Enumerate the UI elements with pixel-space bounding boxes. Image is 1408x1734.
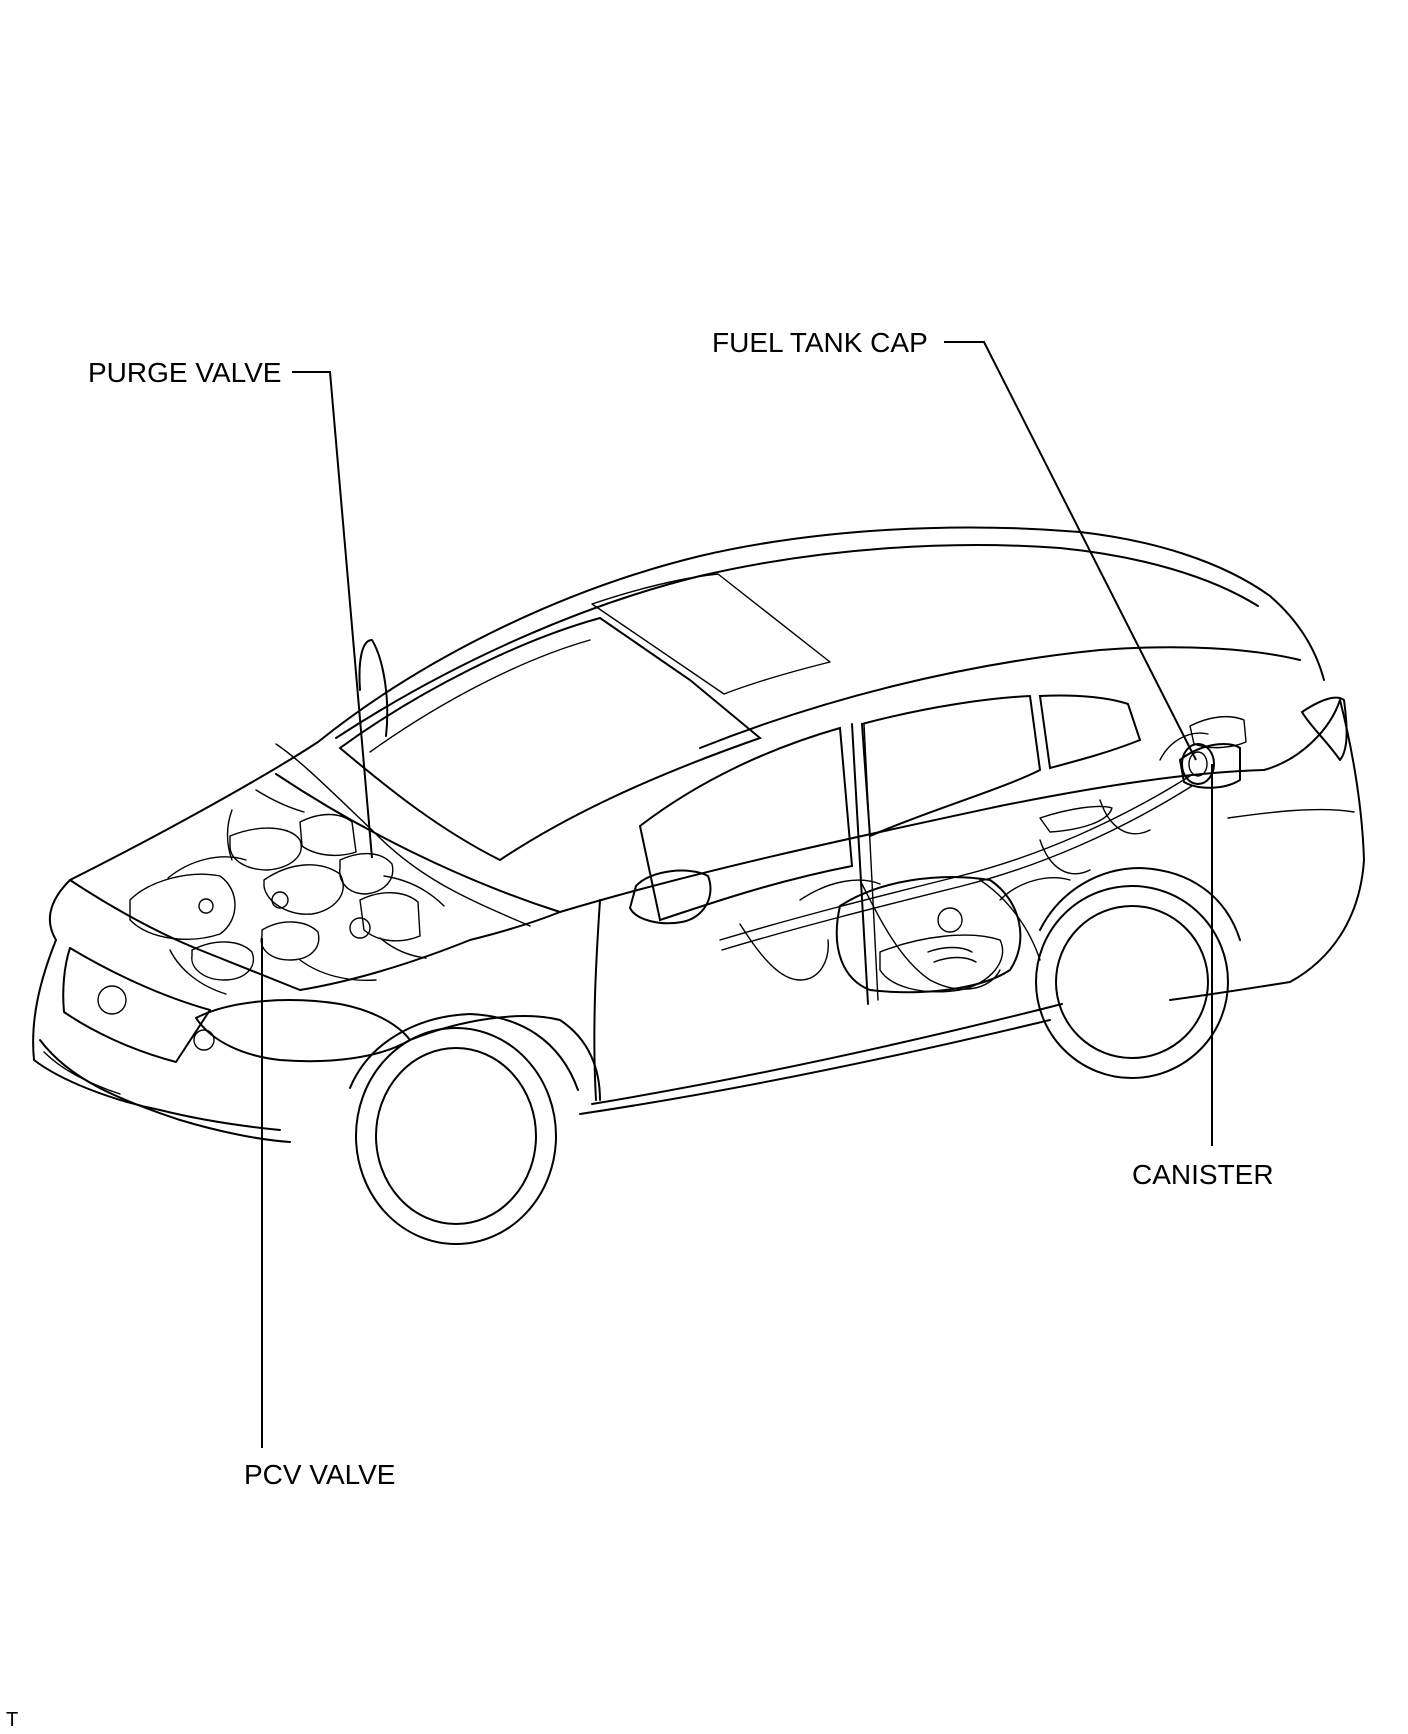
hood-outline — [48, 741, 319, 941]
fog-light — [193, 1029, 215, 1051]
front-fender — [409, 1015, 601, 1101]
rocker-panel-lower — [579, 1019, 1051, 1115]
grille-emblem — [97, 985, 127, 1015]
b-pillar-inner — [863, 723, 879, 1001]
hood-open-edge — [358, 639, 389, 737]
rear-bumper-line — [1227, 808, 1355, 819]
beltline — [559, 769, 1265, 913]
cowl-line — [275, 773, 561, 913]
fuel-tank — [835, 876, 1022, 994]
headlight — [195, 999, 411, 1063]
front-door-edge — [593, 899, 601, 1101]
rear-wheel — [1035, 867, 1241, 1079]
car-roof-inner-line — [335, 544, 1259, 739]
leader-lines — [261, 341, 1213, 1448]
front-fascia — [32, 939, 281, 1131]
windshield-inner — [369, 639, 591, 753]
windshield — [338, 616, 763, 862]
grille — [62, 947, 211, 1063]
side-mirror — [629, 869, 712, 925]
leader-purge-valve — [292, 371, 373, 859]
label-pcv-valve: PCV VALVE — [244, 1459, 395, 1490]
tail-light — [1301, 696, 1348, 761]
label-purge-valve: PURGE VALVE — [88, 357, 281, 388]
car-illustration — [32, 526, 1365, 1245]
sunroof — [591, 573, 831, 695]
rocker-panel — [591, 1003, 1063, 1105]
hood-support-rod — [275, 743, 531, 927]
rear-body — [1169, 699, 1365, 1001]
engine-bay-outline — [69, 879, 561, 991]
label-fuel-tank-cap: FUEL TANK CAP — [712, 327, 928, 358]
canister-component — [1179, 743, 1241, 789]
rear-door-handle — [1039, 805, 1113, 833]
front-wheel — [349, 1013, 579, 1245]
rear-quarter-window — [1038, 694, 1142, 770]
evap-piping — [719, 732, 1209, 993]
roofline-side — [699, 646, 1301, 749]
leader-fuel-tank-cap — [944, 341, 1197, 761]
corner-mark: T — [6, 1709, 18, 1731]
lower-intake — [43, 1051, 121, 1095]
b-pillar — [851, 723, 869, 1005]
engine-components — [129, 789, 445, 995]
label-canister: CANISTER — [1132, 1159, 1274, 1190]
rear-door-window — [860, 694, 1042, 838]
lower-bumper — [39, 1039, 291, 1143]
car-roof-outline — [317, 526, 1325, 743]
fuel-filler-box — [1189, 715, 1247, 749]
